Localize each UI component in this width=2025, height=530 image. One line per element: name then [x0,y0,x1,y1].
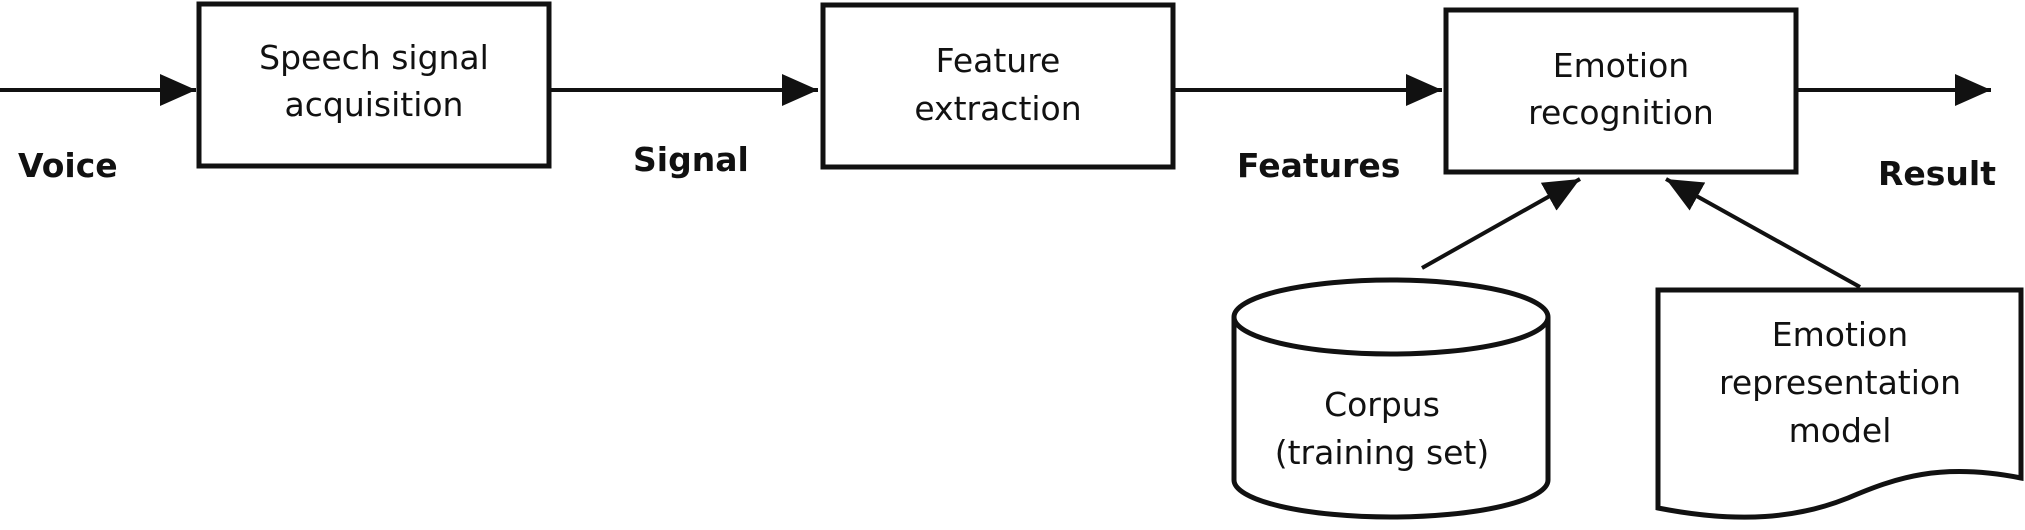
emotion-recognition-box [1443,7,1799,175]
corpus-label-line2: (training set) [1275,433,1490,472]
voice-edge-label: Voice [18,146,118,185]
features-edge-label: Features [1237,146,1400,185]
result-edge-label: Result [1878,154,1996,193]
emotion-representation-model-document [1655,287,2024,520]
emotion-representation-model-label-line2: representation [1719,363,1961,402]
signal-edge-label: Signal [633,140,749,179]
speech-signal-acquisition-box [196,1,552,169]
corpus-to-recognition-arrow [1421,177,1581,270]
feature-extraction-box [820,2,1176,170]
emotion-recognition-label-line2: recognition [1528,93,1714,132]
emotion-representation-model-label-line1: Emotion [1772,315,1908,354]
model-to-recognition-arrow [1665,177,1861,289]
corpus-cylinder [1231,277,1551,520]
emotion-recognition-label-line1: Emotion [1553,46,1689,85]
emotion-representation-model-label-line3: model [1789,411,1892,450]
feature-extraction-label-line1: Feature [936,41,1061,80]
speech-signal-acquisition-label-line2: acquisition [285,85,464,124]
corpus-label-line1: Corpus [1324,385,1440,424]
feature-extraction-label-line2: extraction [914,89,1081,128]
speech-signal-acquisition-label-line1: Speech signal [259,38,489,77]
